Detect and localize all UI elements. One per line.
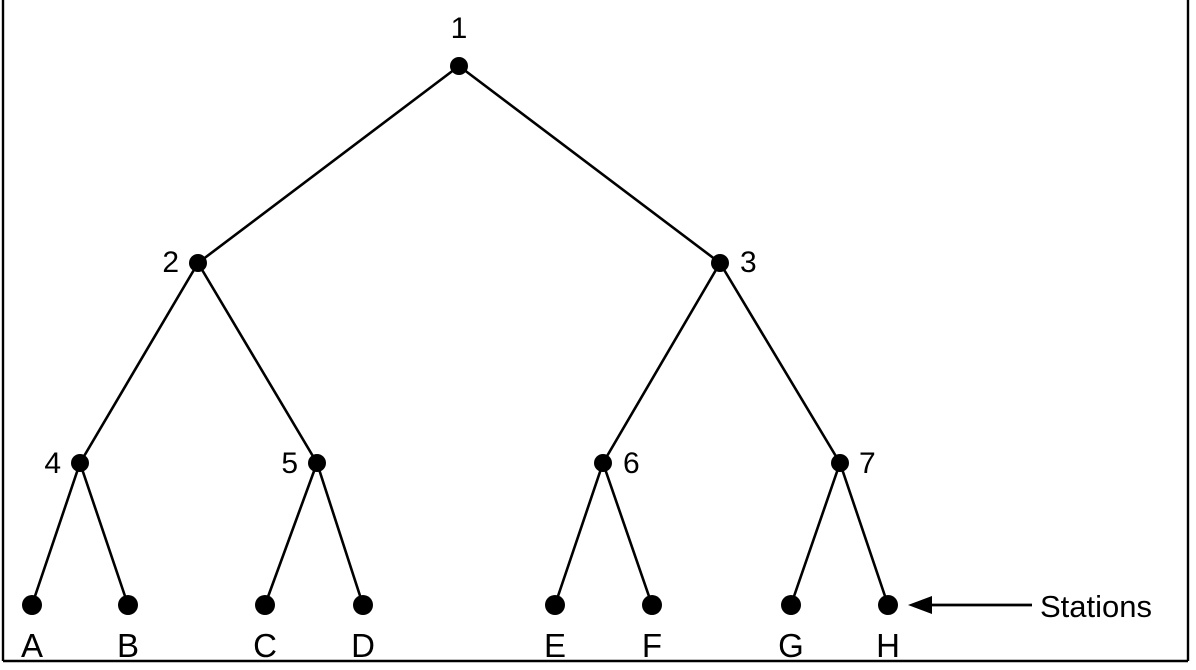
station-label-C: C	[253, 627, 277, 664]
node-label-2: 2	[162, 246, 179, 279]
tree-node-6[interactable]: 6	[594, 447, 640, 480]
tree-edge-7-H	[838, 461, 890, 607]
node-label-1: 1	[451, 12, 468, 45]
tree-edge-5-D	[315, 461, 365, 607]
station-label-E: E	[544, 627, 566, 664]
node-label-3: 3	[740, 246, 757, 279]
station-label-F: F	[642, 627, 662, 664]
node-dot-5[interactable]	[308, 454, 326, 472]
tree-edge-2-4	[78, 261, 200, 465]
station-node-F[interactable]: F	[642, 595, 662, 664]
station-node-B[interactable]: B	[117, 595, 139, 664]
tree-node-5[interactable]: 5	[281, 447, 326, 480]
node-dot-4[interactable]	[71, 454, 89, 472]
tree-edge-7-G	[789, 461, 842, 607]
stations-label: Stations	[1040, 589, 1152, 624]
station-dot-G[interactable]	[781, 595, 801, 615]
tree-node-4[interactable]: 4	[44, 447, 89, 480]
station-label-G: G	[778, 627, 804, 664]
station-label-A: A	[21, 627, 43, 664]
station-node-C[interactable]: C	[253, 595, 277, 664]
tree-node-7[interactable]: 7	[831, 447, 876, 480]
tree-node-2[interactable]: 2	[162, 246, 207, 279]
tree-leaf-nodes: A B C D E F G H	[21, 595, 900, 664]
station-dot-H[interactable]	[878, 595, 898, 615]
station-label-D: D	[351, 627, 375, 664]
station-dot-D[interactable]	[353, 595, 373, 615]
node-label-4: 4	[44, 447, 61, 480]
station-node-A[interactable]: A	[21, 595, 43, 664]
tree-edge-1-3	[457, 64, 722, 265]
node-dot-2[interactable]	[189, 254, 207, 272]
tree-edge-3-7	[718, 261, 842, 465]
tree-edge-3-6	[601, 261, 722, 465]
station-dot-E[interactable]	[545, 595, 565, 615]
station-node-H[interactable]: H	[876, 595, 900, 664]
tree-edges	[30, 64, 890, 607]
station-label-H: H	[876, 627, 900, 664]
tree-edge-5-C	[263, 461, 319, 607]
tree-node-1[interactable]: 1	[450, 12, 468, 75]
tree-edge-6-F	[601, 461, 654, 607]
station-dot-A[interactable]	[22, 595, 42, 615]
node-dot-1[interactable]	[450, 57, 468, 75]
station-dot-B[interactable]	[118, 595, 138, 615]
tree-edge-4-B	[78, 461, 130, 607]
tree-edge-1-2	[196, 64, 461, 265]
station-node-D[interactable]: D	[351, 595, 375, 664]
tree-node-3[interactable]: 3	[711, 246, 757, 279]
stations-arrow-head-icon	[908, 596, 932, 614]
station-dot-F[interactable]	[642, 595, 662, 615]
stations-annotation: Stations	[908, 589, 1152, 624]
station-label-B: B	[117, 627, 139, 664]
tree-internal-nodes: 1 2 3 4 5 6 7	[44, 12, 875, 480]
node-label-7: 7	[859, 447, 876, 480]
node-dot-3[interactable]	[711, 254, 729, 272]
node-label-6: 6	[623, 447, 640, 480]
tree-edge-2-5	[196, 261, 319, 465]
station-node-E[interactable]: E	[544, 595, 566, 664]
node-dot-7[interactable]	[831, 454, 849, 472]
tree-edge-6-E	[553, 461, 605, 607]
station-node-G[interactable]: G	[778, 595, 804, 664]
station-dot-C[interactable]	[255, 595, 275, 615]
tree-edge-4-A	[30, 461, 82, 607]
node-dot-6[interactable]	[594, 454, 612, 472]
node-label-5: 5	[281, 447, 298, 480]
